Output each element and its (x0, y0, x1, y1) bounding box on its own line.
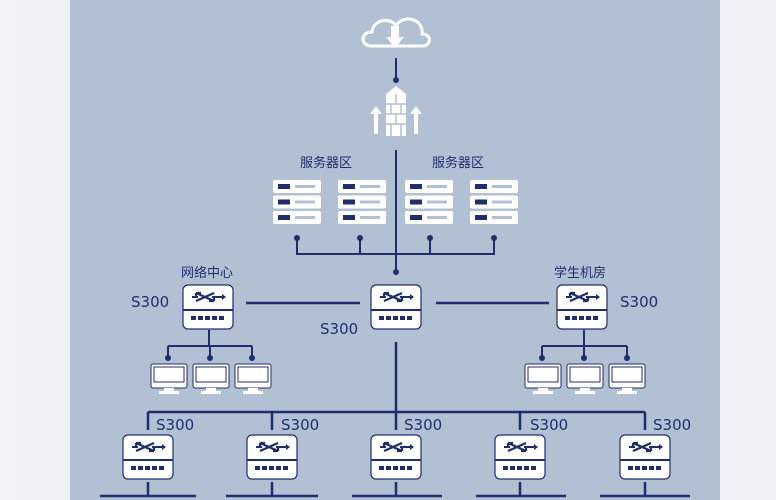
lower-bus-stubs (100, 482, 690, 498)
left-margin (0, 0, 16, 500)
switch-access-5 (618, 433, 672, 481)
computer-monitor-icon (234, 363, 272, 395)
computer-monitor-icon (608, 363, 646, 395)
computer-monitor-icon (192, 363, 230, 395)
network-center-label: 网络中心 (181, 266, 234, 281)
switch-model-access-2: S300 (281, 416, 320, 434)
switch-access-1 (121, 433, 175, 481)
switch-access-4 (493, 433, 547, 481)
switch-access-3 (369, 433, 423, 481)
switch-network-center (181, 283, 235, 331)
switch-model-access-5: S300 (653, 416, 692, 434)
server-zone-left-label: 服务器区 (300, 156, 353, 171)
computer-monitor-icon (524, 363, 562, 395)
server-rack-icon (273, 180, 321, 224)
left-pc-bus (167, 330, 253, 358)
computer-monitor-icon (150, 363, 188, 395)
server-zone-right-label: 服务器区 (432, 156, 485, 171)
switch-student-lab (555, 283, 609, 331)
switch-model-access-3: S300 (404, 416, 443, 434)
server-rack-icon (405, 180, 453, 224)
switch-core (369, 283, 423, 331)
server-rack-icon (470, 180, 518, 224)
server-bus (296, 238, 495, 255)
switch-model-right: S300 (620, 293, 659, 311)
switch-model-access-1: S300 (156, 416, 195, 434)
switch-model-center: S300 (320, 320, 359, 338)
switch-model-access-4: S300 (530, 416, 569, 434)
server-rack-icon (338, 180, 386, 224)
firewall-icon (370, 86, 422, 136)
computer-monitor-icon (566, 363, 604, 395)
right-margin (720, 0, 776, 500)
student-lab-label: 学生机房 (554, 266, 607, 281)
switch-access-2 (245, 433, 299, 481)
access-bus (146, 342, 647, 430)
right-pc-bus (541, 330, 628, 358)
cloud-download-icon (361, 17, 431, 48)
switch-model-left: S300 (131, 293, 170, 311)
